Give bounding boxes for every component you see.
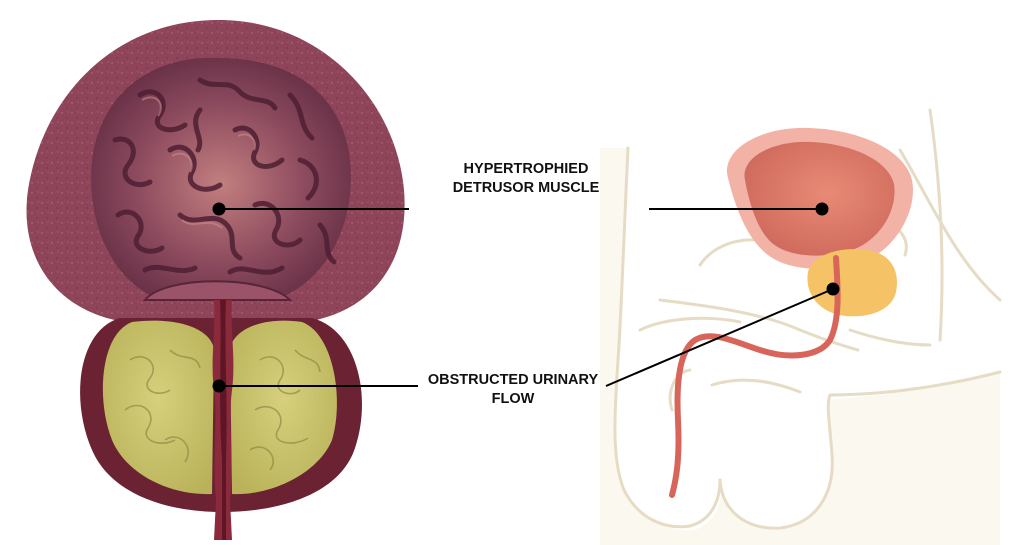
label-detrusor-line2: DETRUSOR MUSCLE — [408, 179, 644, 198]
label-hypertrophied-detrusor-muscle: HYPERTROPHIED DETRUSOR MUSCLE — [408, 160, 644, 198]
bladder-cross-section — [27, 20, 405, 322]
label-flow-line1: OBSTRUCTED URINARY — [398, 371, 628, 390]
sagittal-view — [600, 110, 1000, 545]
leader-dot-detrusor-left — [214, 204, 225, 215]
label-obstructed-urinary-flow: OBSTRUCTED URINARY FLOW — [398, 371, 628, 409]
label-detrusor-line1: HYPERTROPHIED — [408, 160, 644, 179]
prostate-cross-section — [80, 300, 362, 540]
sagittal-prostate — [807, 249, 897, 316]
leader-dot-flow-right — [828, 284, 839, 295]
leader-line-flow-right — [606, 289, 833, 386]
label-flow-line2: FLOW — [398, 390, 628, 409]
leader-dot-detrusor-right — [817, 204, 828, 215]
leader-dot-flow-left — [214, 381, 225, 392]
